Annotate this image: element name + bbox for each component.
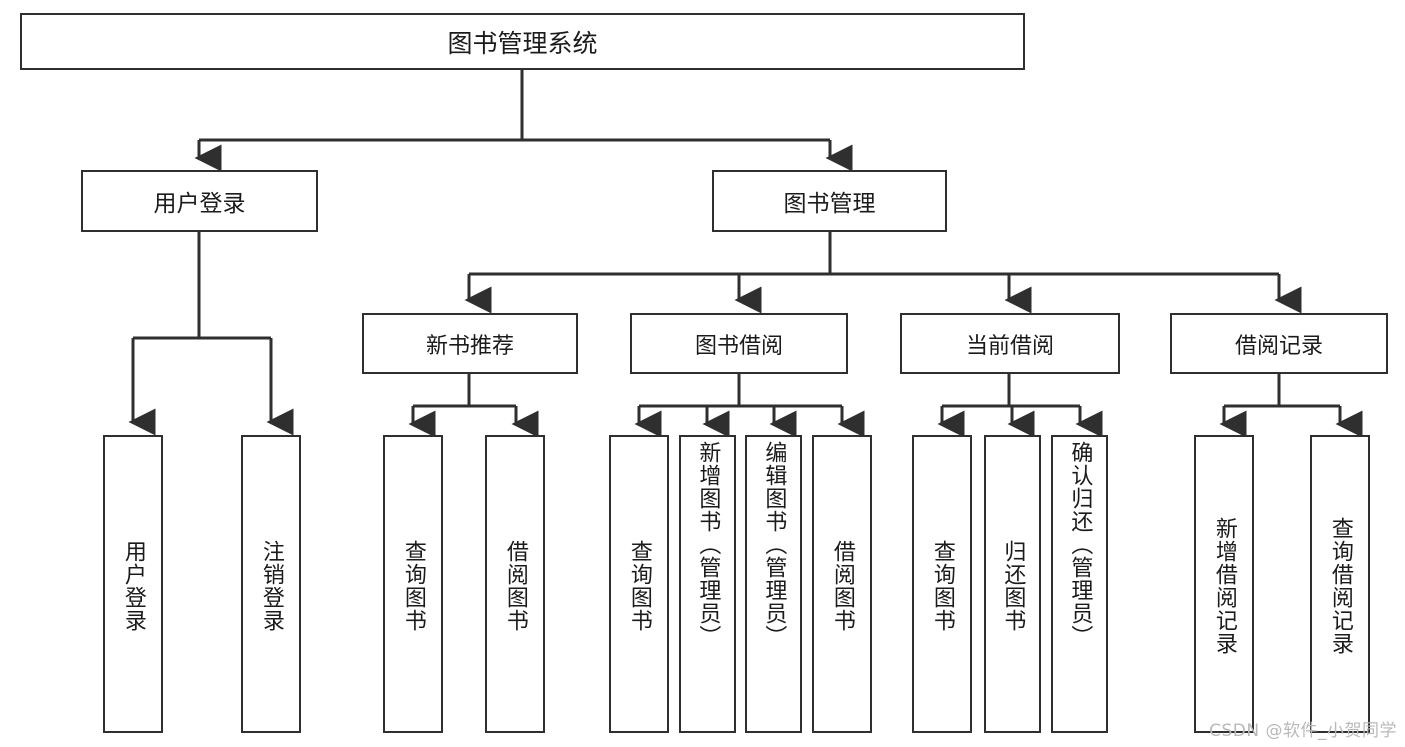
node-borrow-records-label: 借阅记录 xyxy=(1234,333,1323,359)
leaf-query-book-rec-label: 查询图书 xyxy=(400,540,426,632)
leaf-confirm-return-admin-label: 确认归还（管理员） xyxy=(1067,441,1093,648)
node-root-label: 图书管理系统 xyxy=(447,28,598,58)
node-book-management[interactable]: 图书管理 xyxy=(712,170,947,232)
leaf-add-book-admin-label: 新增图书（管理员） xyxy=(695,441,721,648)
leaf-logout[interactable]: 注销登录 xyxy=(241,435,301,733)
leaf-query-borrow-record[interactable]: 查询借阅记录 xyxy=(1310,435,1370,733)
leaf-borrow-book[interactable]: 借阅图书 xyxy=(812,435,872,733)
leaf-return-book[interactable]: 归还图书 xyxy=(984,435,1041,733)
leaf-edit-book-admin-label: 编辑图书（管理员） xyxy=(761,441,787,648)
leaf-borrow-book-rec[interactable]: 借阅图书 xyxy=(485,435,545,733)
csdn-watermark: CSDN @软件_小贺同学 xyxy=(1209,721,1397,741)
leaf-query-book-borrow-label: 查询图书 xyxy=(626,540,652,632)
node-root[interactable]: 图书管理系统 xyxy=(20,13,1025,70)
node-borrow-records[interactable]: 借阅记录 xyxy=(1170,313,1388,374)
node-book-borrow-label: 图书借阅 xyxy=(694,333,783,359)
leaf-logout-label: 注销登录 xyxy=(258,540,284,632)
leaf-edit-book-admin[interactable]: 编辑图书（管理员） xyxy=(745,435,802,733)
node-new-book-recommendation-label: 新书推荐 xyxy=(425,333,514,359)
node-new-book-recommendation[interactable]: 新书推荐 xyxy=(362,313,578,374)
leaf-borrow-book-rec-label: 借阅图书 xyxy=(502,540,528,632)
node-book-borrow[interactable]: 图书借阅 xyxy=(630,313,848,374)
leaf-query-book-borrow[interactable]: 查询图书 xyxy=(609,435,669,733)
node-user-login-label: 用户登录 xyxy=(153,191,246,217)
leaf-user-login-label: 用户登录 xyxy=(120,540,146,632)
leaf-user-login[interactable]: 用户登录 xyxy=(103,435,163,733)
node-current-borrow-label: 当前借阅 xyxy=(965,333,1054,359)
node-user-login[interactable]: 用户登录 xyxy=(81,170,318,232)
leaf-add-borrow-record[interactable]: 新增借阅记录 xyxy=(1194,435,1254,733)
leaf-add-book-admin[interactable]: 新增图书（管理员） xyxy=(679,435,736,733)
leaf-query-book-current[interactable]: 查询图书 xyxy=(912,435,972,733)
node-book-management-label: 图书管理 xyxy=(783,191,876,217)
leaf-borrow-book-label: 借阅图书 xyxy=(829,540,855,632)
leaf-query-book-current-label: 查询图书 xyxy=(929,540,955,632)
leaf-confirm-return-admin[interactable]: 确认归还（管理员） xyxy=(1051,435,1108,733)
leaf-query-book-rec[interactable]: 查询图书 xyxy=(383,435,443,733)
node-current-borrow[interactable]: 当前借阅 xyxy=(900,313,1120,374)
leaf-add-borrow-record-label: 新增借阅记录 xyxy=(1211,517,1237,655)
leaf-query-borrow-record-label: 查询借阅记录 xyxy=(1327,517,1353,655)
leaf-return-book-label: 归还图书 xyxy=(1000,540,1026,632)
